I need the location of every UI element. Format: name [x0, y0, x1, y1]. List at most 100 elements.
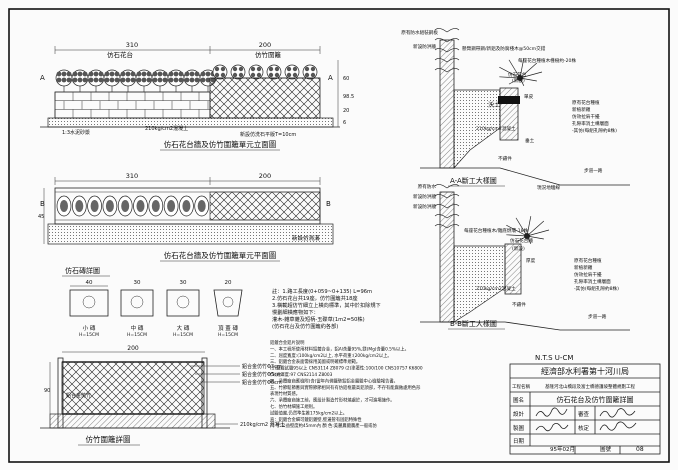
- stone-detail-title: 仿石磚詳圖: [65, 266, 100, 275]
- note-main-line-0: 註：1.路工長度(0+059~0+135) L=96m: [272, 287, 372, 295]
- sheet-number: 08: [636, 446, 644, 453]
- secA-callouts-callout-5: (新設): [512, 77, 525, 84]
- date-value: 95年02月: [550, 445, 575, 453]
- note-material-line-1: 一、本工程所使用材料鋁鍍合金，鋁Al含量95%,鎂(Mg)含量0.5%以上。: [270, 345, 409, 352]
- section-a-callouts: 原有防水組裝鋼板新設防洪牆懸臂鋼帶鋼/新鋁及防腐棧木@50cm交錯每座花台種植木…: [401, 29, 617, 191]
- approve-signature: [599, 421, 637, 431]
- stone-label-3: 頂 蓋 磚: [218, 324, 238, 332]
- shrub: [248, 64, 264, 80]
- elev-dim-h5: 6: [343, 120, 346, 126]
- secB-callouts-callout-14: 步道一路: [588, 313, 607, 320]
- note-material-line-0: 鋁鍍合金鋁片說明: [270, 339, 304, 346]
- stone-label-2: 大 磚: [177, 324, 190, 332]
- secB-callouts-callout-10: 仿效拉肩干擾: [574, 271, 602, 278]
- approve-label: 核定: [578, 424, 590, 432]
- shrub: [284, 64, 300, 80]
- shrub: [55, 69, 73, 92]
- bamboo-note-base: 210kg/cm2 混凝土: [240, 421, 285, 428]
- stone-label-0: 小 磚: [83, 324, 96, 332]
- section-a-soil-label: 沃土: [488, 101, 500, 109]
- secA-callouts-callout-2: 懸臂鋼帶鋼/新鋁及防腐棧木@50cm交錯: [462, 45, 546, 52]
- project-label: 工程名稱: [512, 383, 530, 390]
- note-material-line-6: 四、承攬廠商應檢附(含)當年內佛鹽墊鉛鋁金屬驗中心檢驗報告書。: [270, 377, 398, 384]
- secB-callouts-callout-0: 原有防水: [418, 183, 437, 190]
- elevation-title: 仿石花台牆及仿竹圍籬單元立面圖: [164, 139, 277, 149]
- sheet-label: 圖號: [600, 445, 612, 453]
- secB-callouts-callout-7: 210kg/cm2混凝土: [476, 285, 516, 292]
- note-main-line-3: 慢劃細橫應物如下：: [272, 308, 319, 316]
- plan-dim-side: 45: [38, 214, 44, 220]
- plan-section-mark-right: B: [326, 200, 331, 208]
- bamboo-dim-h: 90: [44, 388, 50, 394]
- secB-callouts-callout-3: 每座花台種植木/雜底燃壞-18株: [464, 227, 529, 234]
- secA-callouts-callout-10: 仿效拉肩干擾: [572, 113, 600, 120]
- shrub: [87, 69, 105, 92]
- section-a: 沃土 原有防水組裝鋼板新設防洪牆懸臂鋼帶鋼/新鋁及防腐棧木@50cm交錯每座花台…: [401, 28, 630, 191]
- shrub: [183, 69, 201, 92]
- note-material-line-11: 試驗值嚴,仍然準生推175kg/cm2以上。: [270, 409, 347, 416]
- draft-signature: [535, 423, 569, 432]
- section-b: 原有防水新設防洪牆新設防洪牆每座花台種植木/雜底燃壞-18株仿石花台牆(新設)厚…: [413, 183, 630, 331]
- secB-callouts-callout-13: 不鏽件: [512, 301, 526, 308]
- note-material-line-7: 五、竹節鬆節應與實際節節相同有有仿鋁框最高鋁頂部，不存有能腐蝕處用色形: [270, 384, 421, 391]
- elev-note-concrete: 210kg/cm2混凝土: [145, 125, 188, 132]
- section-b-wall: [439, 191, 455, 323]
- design-label: 設計: [513, 410, 525, 418]
- stone-dim-top: 40: [86, 280, 93, 286]
- secA-callouts-callout-7: 210kg/cm2混凝土: [476, 125, 516, 132]
- shrub: [266, 64, 282, 80]
- section-b-shrub: [434, 184, 550, 244]
- shrub: [230, 64, 246, 80]
- secA-callouts-callout-11: 孔隙率消土構層面: [572, 120, 609, 127]
- stone-label-1: 中 磚: [131, 324, 144, 332]
- note-material-line-13: 尺 寸:公益壁度約45mm內 顏 色:美麗農鍍農產一般或仿: [270, 422, 377, 429]
- bamboo-fence-detail: 200 90 鋁合金仿竹 鋁合金仿竹Φ3cm 鋁合金仿竹Φ5cm 鋁合金仿竹Φ6…: [40, 345, 285, 446]
- secB-callouts-callout-6: 厚度: [526, 257, 536, 264]
- check-signature: [599, 408, 636, 418]
- stone-detail: 仿石磚詳圖 40 小 磚 H=15CM 30 中 磚 H=15CM 30 大 磚…: [62, 266, 243, 338]
- secA-callouts-callout-1: 新設防洪牆: [413, 43, 436, 50]
- secB-callouts-callout-9: 新植新羅: [574, 264, 593, 271]
- title-block: N.T.S U-CM 經濟部水利署第十河川局 工程名稱 基隆河北山橋段及富士橋德…: [509, 354, 661, 455]
- elev-dim-h3: 98.5: [343, 94, 354, 100]
- plan-section-mark-left: B: [40, 200, 45, 208]
- section-b-title: B-B斷工大樣圖: [450, 319, 497, 328]
- shrub-row: [55, 64, 318, 92]
- bamboo-dim-top: 200: [127, 345, 139, 352]
- secB-callouts-callout-5: (新設): [512, 245, 525, 252]
- shrub: [167, 69, 185, 92]
- note-material-line-2: 二、屈度寬度:(100kg/cm2以上, 水平荷重:(200kg/cm2以上。: [270, 352, 392, 359]
- section-b-callouts: 原有防水新設防洪牆新設防洪牆每座花台種植木/雜底燃壞-18株仿石花台牆(新設)厚…: [413, 183, 619, 320]
- note-main-line-1: 2.仿石花台共19座，仿竹圍籬共18座: [272, 294, 358, 302]
- shrub: [302, 64, 318, 80]
- shrub: [212, 64, 228, 80]
- stone-cap: [213, 289, 243, 317]
- secB-callouts-callout-12: -其仿(每組孔隙約8株): [574, 285, 619, 292]
- secB-callouts-callout-11: 孔隙率消土構層面: [574, 278, 611, 285]
- plan-shrub-circles: [56, 195, 210, 217]
- elev-section-mark-right: A: [328, 74, 333, 82]
- secB-callouts-callout-8: 原有花台種植: [574, 257, 602, 264]
- project-name: 基隆河北山橋段及富士橋德護坡整體規劃工程: [545, 383, 635, 390]
- secB-callouts-callout-2: 新設防洪牆: [413, 203, 436, 210]
- shrub: [135, 69, 153, 92]
- stone-sub-3: H=15CM: [218, 332, 238, 338]
- shrub: [71, 69, 89, 92]
- notes-material: 鋁鍍合金鋁片說明一、本工程所使用材料鋁鍍合金，鋁Al含量95%,鎂(Mg)含量0…: [270, 339, 423, 429]
- plan-note-walk: 新設仿洗溝: [292, 234, 320, 242]
- secB-callouts-callout-4: 仿石花台牆: [510, 237, 533, 244]
- section-a-title: A-A斷工大樣圖: [450, 176, 497, 185]
- elev-note-mortar: 1:3水泥砂漿: [62, 129, 90, 136]
- plan-view: 310 200 新設仿洗溝 45 B B 仿石花台牆及仿竹圍籬單元平面圖: [38, 172, 334, 262]
- elev-dim-h1: 60: [343, 76, 349, 82]
- secA-callouts-callout-0: 原有防水組裝鋼板: [401, 29, 438, 36]
- plan-dim-right: 200: [259, 172, 271, 180]
- elev-dim-right: 200: [259, 41, 271, 49]
- plan-dim-left: 310: [126, 172, 138, 180]
- secA-callouts-callout-8: 原有花台種植: [572, 99, 600, 106]
- bamboo-note-1: 鋁合金仿竹Φ5cm: [242, 371, 282, 378]
- stone-dim-c: 20: [225, 280, 232, 286]
- elev-dim-h2: 20: [343, 108, 349, 114]
